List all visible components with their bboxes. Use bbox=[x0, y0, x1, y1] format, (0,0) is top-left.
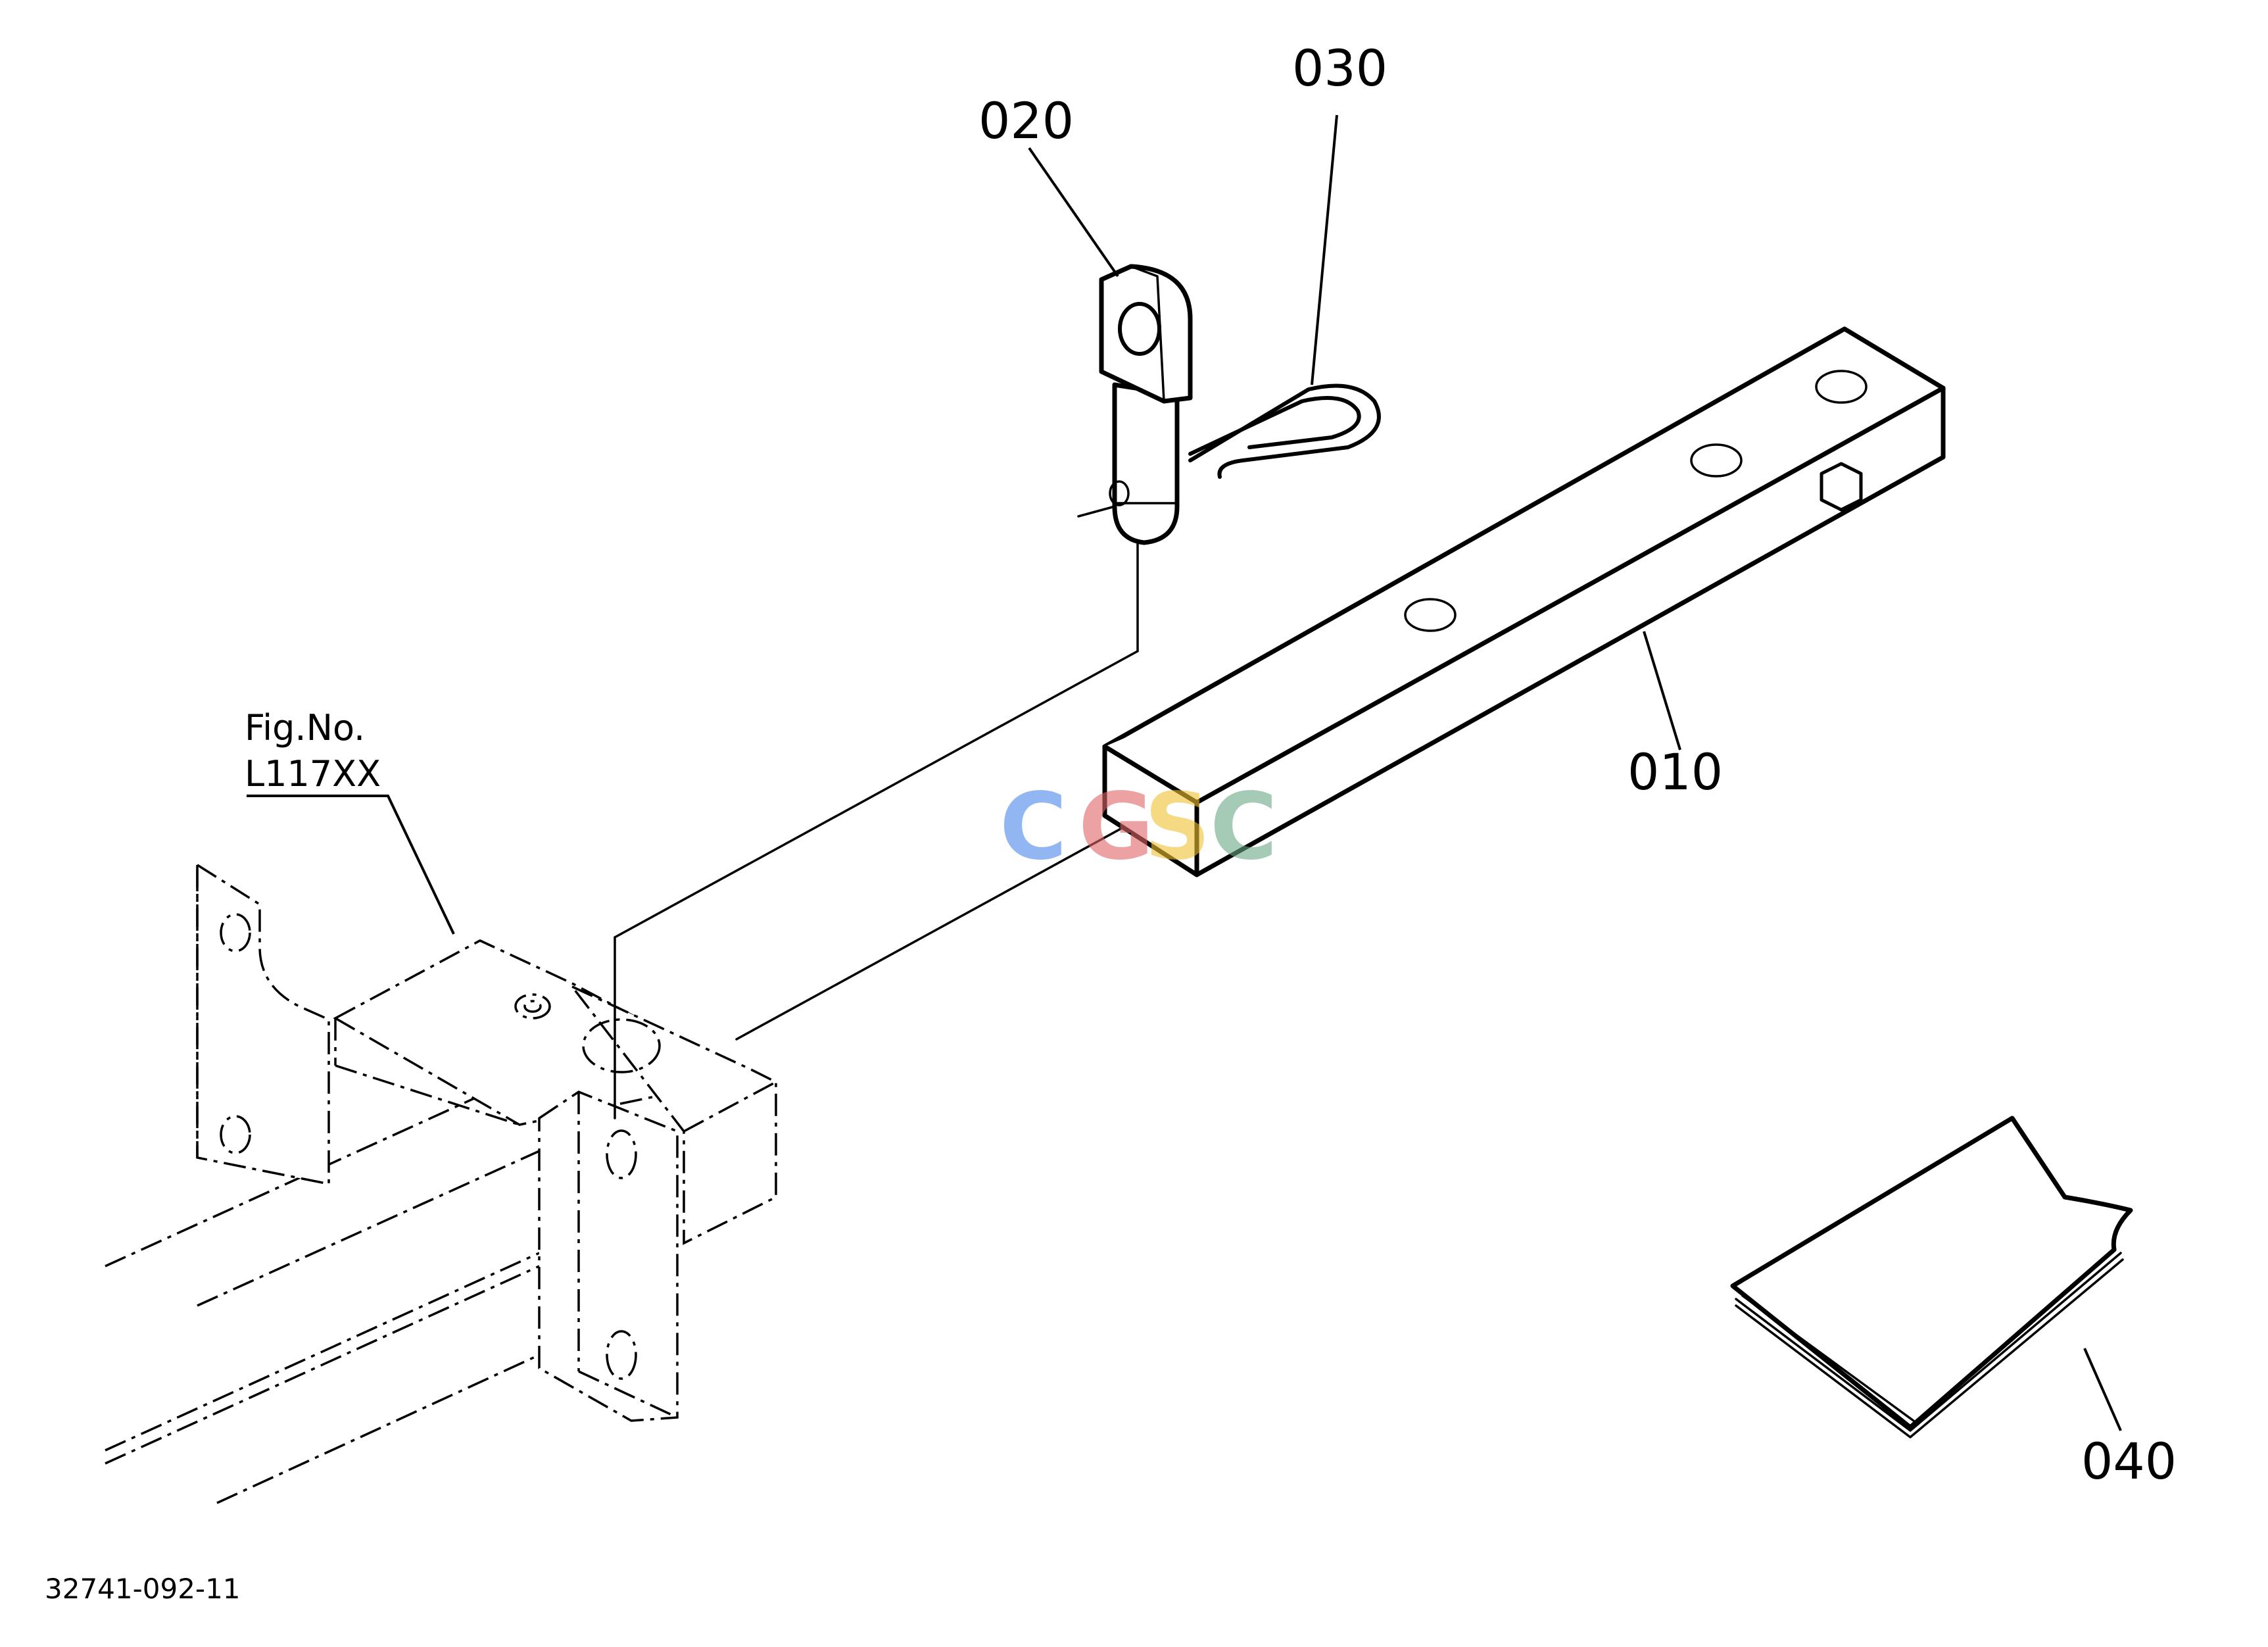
watermark: C G S C bbox=[1000, 774, 1278, 881]
fig-reference-line-1: Fig.No. bbox=[245, 707, 365, 749]
fig-reference-line-2: L117XX bbox=[245, 753, 381, 795]
callout-020: 020 bbox=[978, 91, 1074, 150]
alignment-lines bbox=[614, 505, 1152, 1119]
part-010-drawbar bbox=[1102, 326, 1946, 877]
callout-030: 030 bbox=[1292, 39, 1387, 97]
watermark-letter-2: G bbox=[1078, 774, 1154, 881]
drawing-code: 32741-092-11 bbox=[45, 1573, 241, 1605]
leader-lines bbox=[247, 114, 2122, 1431]
part-030-hair-pin bbox=[1188, 383, 1381, 479]
watermark-letter-4: C bbox=[1210, 774, 1278, 881]
watermark-letter-3: S bbox=[1144, 774, 1211, 881]
callout-040: 040 bbox=[2081, 1432, 2177, 1490]
callout-010: 010 bbox=[1628, 743, 1723, 801]
part-040-manual bbox=[1730, 1116, 2133, 1438]
reference-frame-assembly bbox=[105, 862, 777, 1504]
watermark-letter-1: C bbox=[1000, 774, 1067, 881]
part-020-clevis-pin bbox=[1077, 264, 1193, 545]
